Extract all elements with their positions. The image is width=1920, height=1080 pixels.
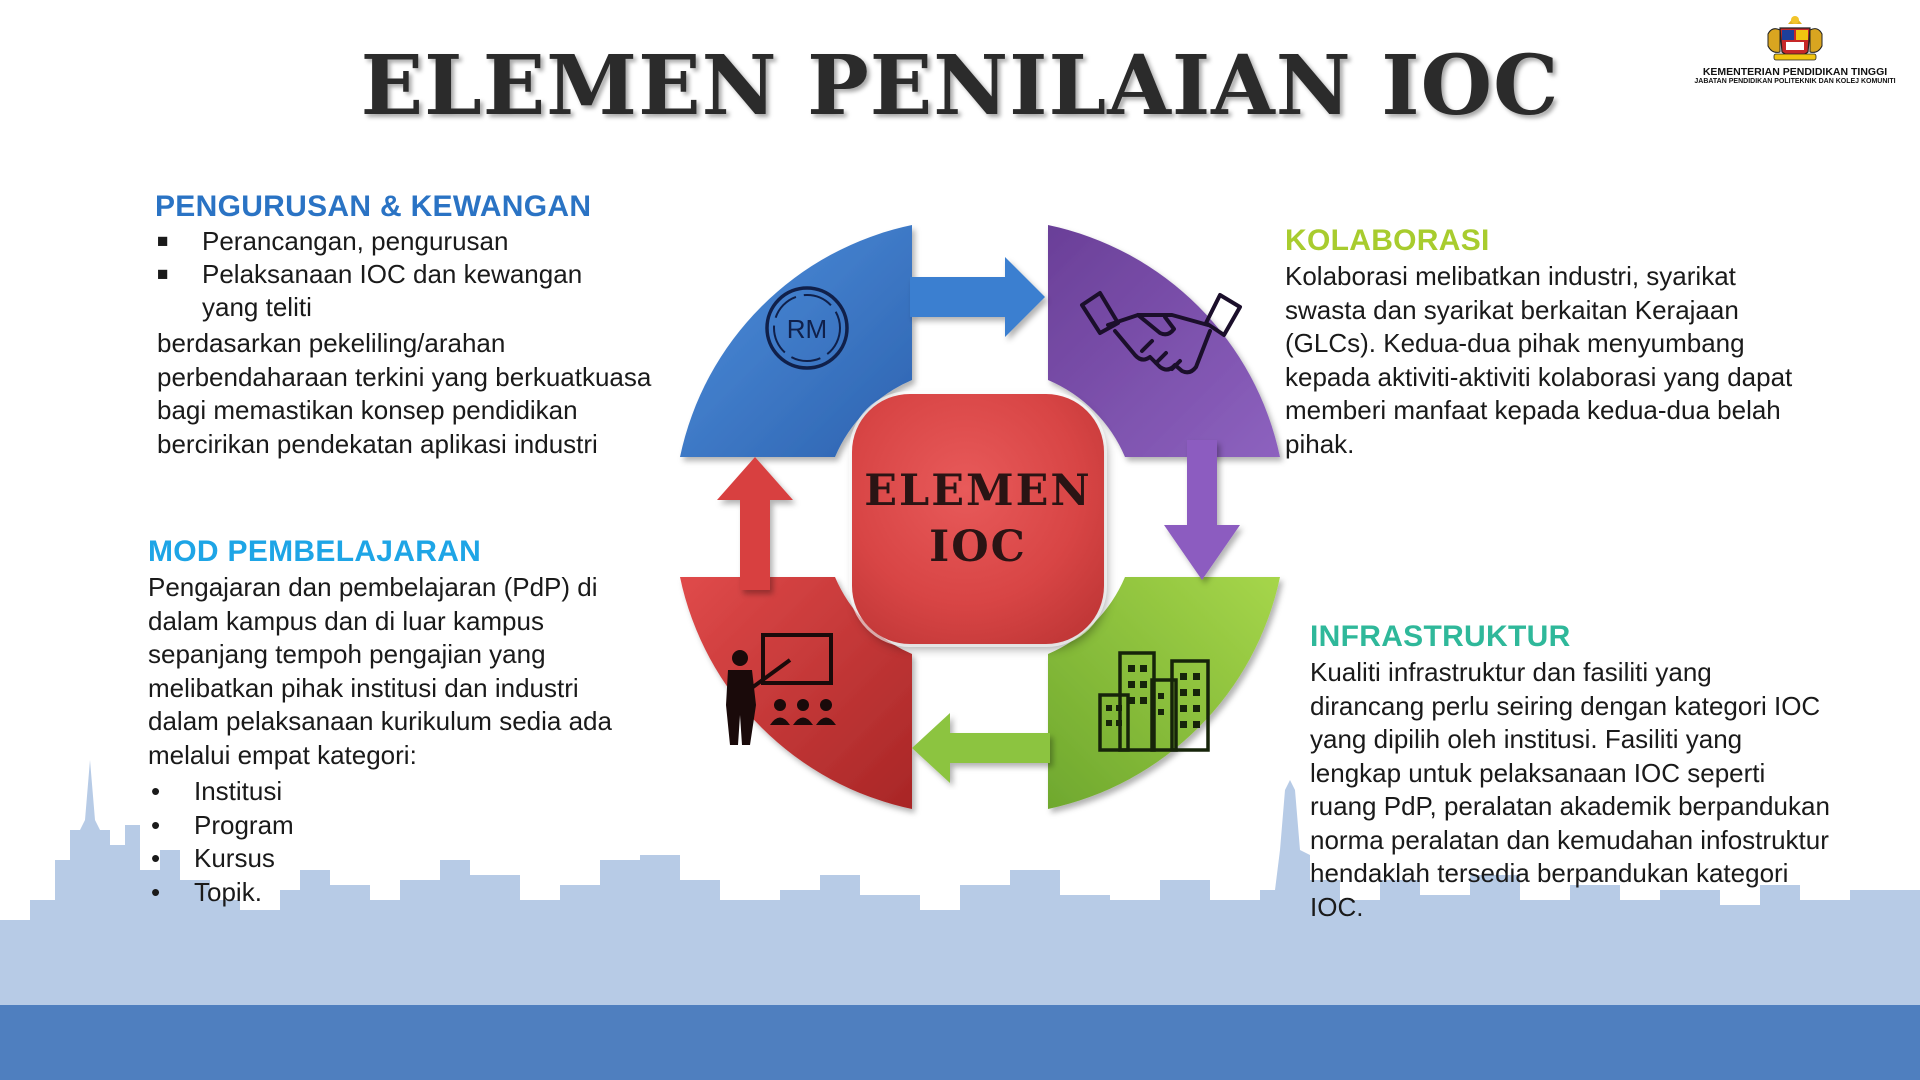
rm-coin-icon: RM	[765, 286, 849, 370]
center-label-line2: IOC	[929, 522, 1027, 572]
pengurusan-description: berdasarkan pekeliling/arahan perbendaha…	[157, 328, 652, 459]
quadrant-mod-pembelajaran	[680, 577, 912, 809]
kolaborasi-heading: KOLABORASI	[1285, 224, 1490, 257]
cycle-diagram: RM	[680, 225, 1280, 809]
page-title: ELEMEN PENILAIAN IOC	[360, 38, 1560, 134]
logo-department-name: JABATAN PENDIDIKAN POLITEKNIK DAN KOLEJ …	[1694, 78, 1896, 85]
mod-pembelajaran-heading: MOD PEMBELAJARAN	[148, 535, 482, 568]
svg-text:RM: RM	[787, 314, 827, 344]
coat-of-arms-icon	[1767, 16, 1823, 61]
city-skyline-background	[0, 760, 1920, 1010]
list-item: Perancangan, pengurusan	[155, 225, 645, 258]
footer-bar	[0, 1005, 1920, 1080]
handshake-icon	[1080, 291, 1242, 375]
presentation-icon	[726, 633, 836, 745]
center-label-line1: ELEMEN	[864, 466, 1092, 516]
arrow-right-icon	[910, 257, 1045, 337]
arrow-up-icon	[717, 457, 793, 590]
list-item: Topik.	[148, 876, 294, 910]
pengurusan-bullet-list: Perancangan, pengurusan Pelaksanaan IOC …	[155, 225, 645, 324]
kolaborasi-description: Kolaborasi melibatkan industri, syarikat…	[1285, 261, 1793, 459]
buildings-icon	[1098, 651, 1210, 752]
arrow-down-icon	[1164, 440, 1240, 580]
list-item: Program	[148, 809, 294, 843]
logo-ministry-name: KEMENTERIAN PENDIDIKAN TINGGI	[1702, 66, 1888, 78]
list-item: Kursus	[148, 842, 294, 876]
center-element-box: ELEMEN IOC	[852, 394, 1104, 644]
quadrant-kolaborasi	[1048, 225, 1280, 457]
infrastruktur-description: Kualiti infrastruktur dan fasiliti yang …	[1310, 657, 1830, 922]
pengurusan-heading: PENGURUSAN & KEWANGAN	[155, 190, 592, 223]
infrastruktur-heading: INFRASTRUKTUR	[1310, 620, 1571, 653]
arrow-left-icon	[912, 713, 1050, 783]
mod-pembelajaran-description: Pengajaran dan pembelajaran (PdP) di dal…	[148, 572, 612, 770]
list-item: Pelaksanaan IOC dan kewangan yang teliti	[155, 258, 645, 324]
quadrant-pengurusan	[680, 225, 912, 457]
list-item: Institusi	[148, 775, 294, 809]
mod-pembelajaran-category-list: Institusi Program Kursus Topik.	[148, 775, 294, 909]
ministry-logo: KEMENTERIAN PENDIDIKAN TINGGI JABATAN PE…	[1680, 12, 1910, 85]
